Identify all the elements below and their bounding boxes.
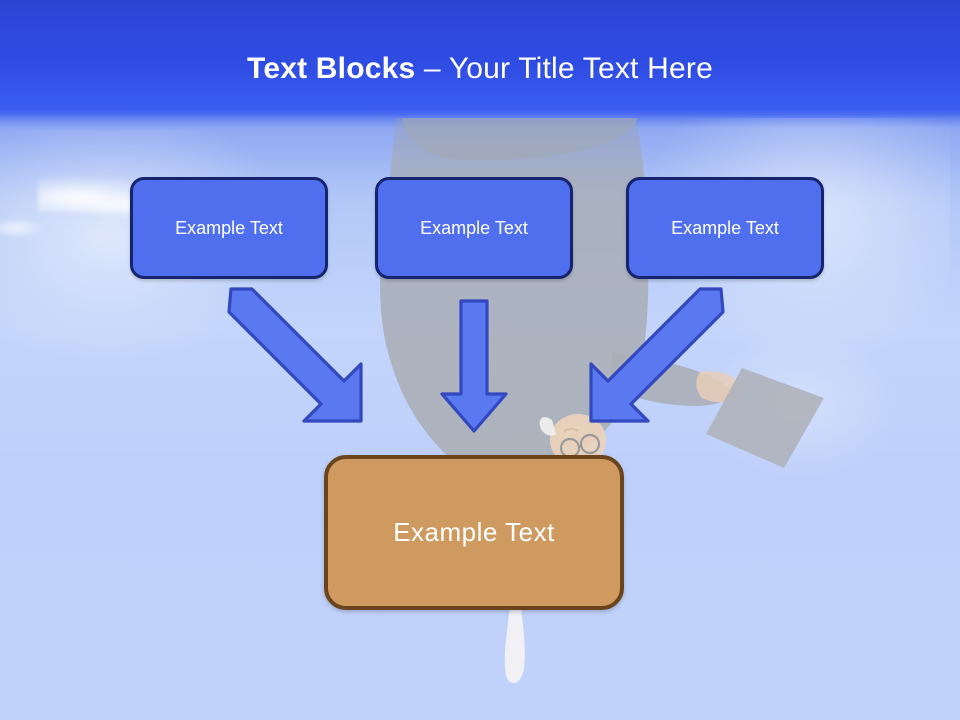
title-light-part: Your Title Text Here (448, 52, 713, 85)
text-block-1[interactable]: Example Text (130, 177, 328, 279)
page-title: Text Blocks – Your Title Text Here (0, 52, 960, 86)
text-block-result-label: Example Text (393, 517, 555, 547)
text-block-2[interactable]: Example Text (375, 177, 573, 279)
title-bold-part: Text Blocks (247, 52, 416, 85)
text-block-3-label: Example Text (671, 217, 779, 238)
text-block-3[interactable]: Example Text (626, 177, 824, 279)
title-band (0, 0, 960, 118)
title-separator: – (415, 52, 449, 85)
text-block-1-label: Example Text (175, 217, 283, 238)
text-block-2-label: Example Text (420, 217, 528, 238)
text-block-result[interactable]: Example Text (324, 455, 624, 610)
